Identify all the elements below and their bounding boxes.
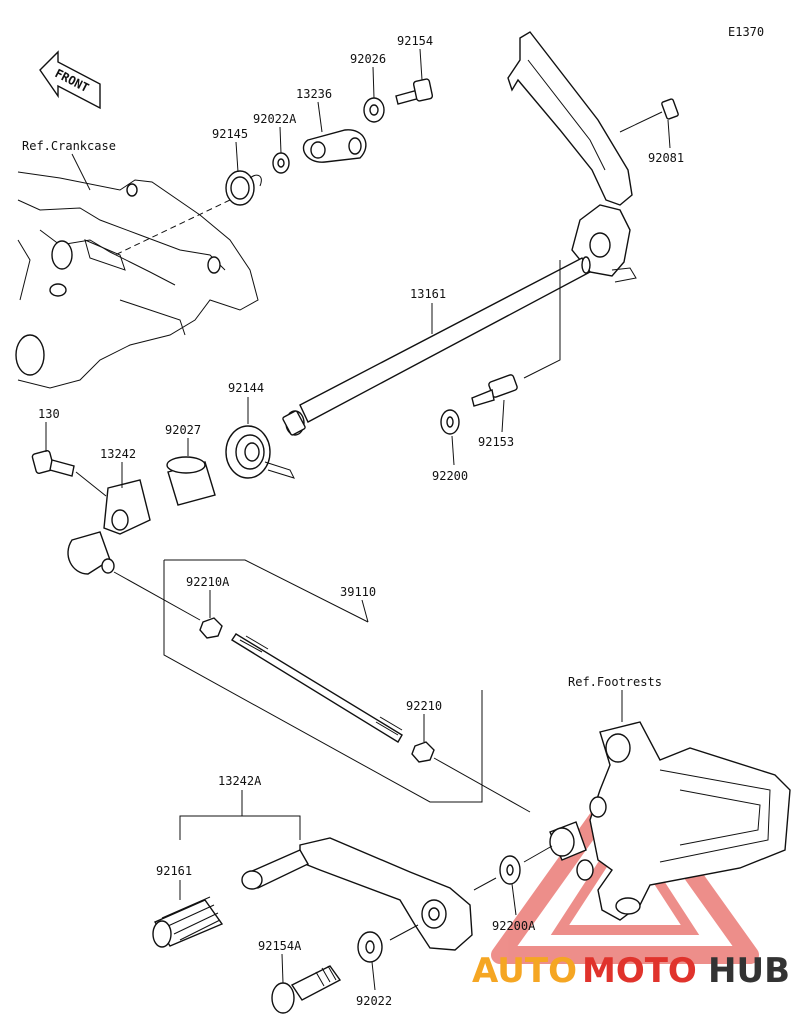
part-number-92210A: 92210A [186, 575, 230, 589]
collar-92027: 92027 [165, 423, 216, 506]
bolt-92154A: 92154A [258, 939, 342, 1014]
part-number-92161: 92161 [156, 864, 192, 878]
part-number-130: 130 [38, 407, 60, 421]
part-number-13161: 13161 [410, 287, 446, 301]
part-number-92153: 92153 [478, 435, 514, 449]
part-number-92026: 92026 [350, 52, 386, 66]
part-number-92027: 92027 [165, 423, 201, 437]
bushing [549, 821, 587, 861]
part-number-92145: 92145 [212, 127, 248, 141]
svg-text:HUB: HUB [708, 951, 790, 991]
part-number-92154A: 92154A [258, 939, 302, 953]
part-number-92022: 92022 [356, 994, 392, 1008]
svg-text:Ref.Footrests: Ref.Footrests [568, 675, 662, 689]
nut-92210: 92210 [406, 699, 531, 813]
spring-92144: 92144 [225, 381, 295, 479]
shift-shaft-13161: 13161 [282, 256, 591, 436]
part-number-13236: 13236 [296, 87, 332, 101]
spring-92081: 92081 [619, 98, 684, 165]
clamp-13242: 13242 [67, 447, 201, 621]
washer-92022A: 92022A [253, 112, 297, 174]
washer-92200: 92200 [432, 409, 468, 483]
spring-92145: 92145 [212, 127, 262, 206]
part-number-92144: 92144 [228, 381, 264, 395]
footrest-bracket: Ref.Footrests [568, 675, 791, 921]
lever-13236: 13236 [296, 87, 367, 163]
front-arrow-icon: FRONT [39, 50, 101, 110]
bolt-92154: 92154 [395, 34, 433, 105]
part-number-13242A: 13242A [218, 774, 262, 788]
svg-text:MOTO: MOTO [582, 951, 697, 991]
part-number-92210: 92210 [406, 699, 442, 713]
diagram-code: E1370 [728, 25, 764, 39]
crankcase-outline: Ref.Crankcase [15, 139, 259, 389]
part-number-92022A: 92022A [253, 112, 297, 126]
part-number-92200A: 92200A [492, 919, 536, 933]
part-number-39110: 39110 [340, 585, 376, 599]
part-number-92081: 92081 [648, 151, 684, 165]
part-number-92200: 92200 [432, 469, 468, 483]
svg-text:AUTO: AUTO [472, 951, 577, 991]
washer-92022: 92022 [356, 924, 419, 1008]
washer-92200A: 92200A [473, 845, 553, 933]
part-number-13242: 13242 [100, 447, 136, 461]
part-number-92154: 92154 [397, 34, 433, 48]
collar-92026: 92026 [350, 52, 386, 123]
shift-pedal-13242A: 13242A [179, 774, 473, 951]
bolt-130: 130 [31, 407, 107, 497]
tie-rod [231, 633, 403, 743]
rod-assembly-39110: 39110 [163, 559, 483, 803]
bolt-92153: 92153 [471, 260, 561, 449]
rubber-peg-92161: 92161 [152, 864, 224, 948]
ref-crankcase-label: Ref.Crankcase [22, 139, 116, 153]
shift-arm [507, 31, 637, 283]
watermark-text: AUTO MOTO HUB [472, 951, 790, 991]
nut-92210A: 92210A [186, 575, 230, 639]
